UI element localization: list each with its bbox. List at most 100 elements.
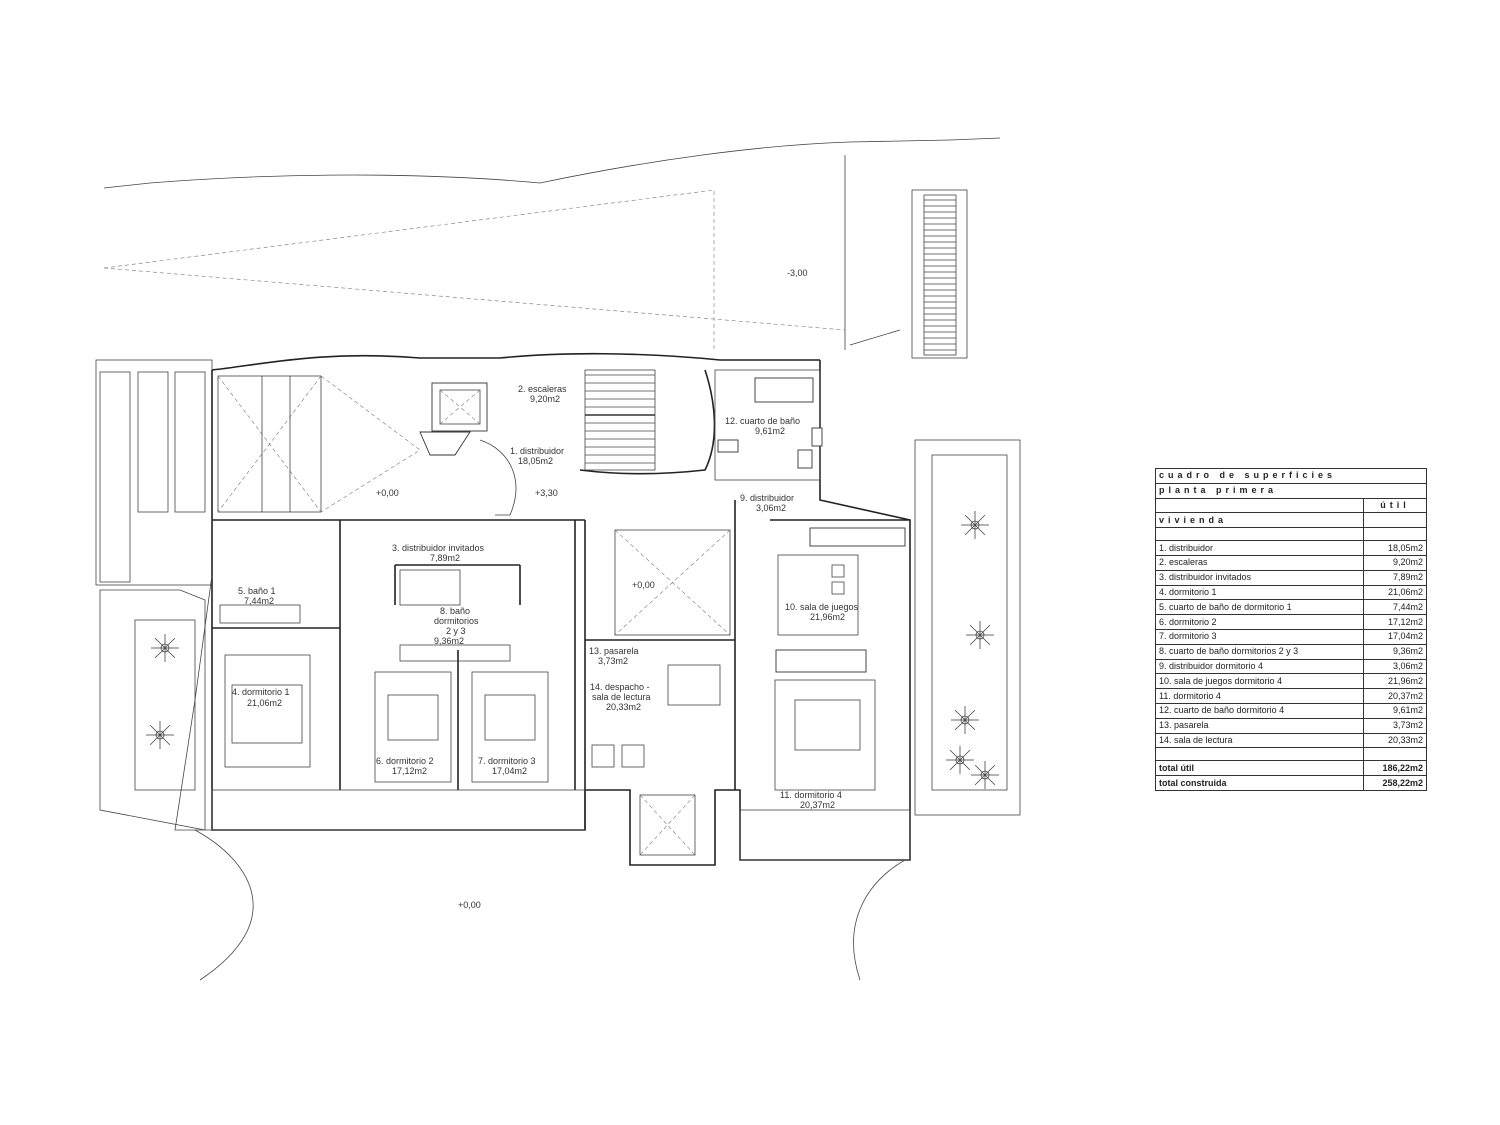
svg-text:9,20m2: 9,20m2	[530, 394, 560, 404]
table-row-label: 13. pasarela	[1155, 717, 1364, 734]
room-label-3: 3. distribuidor invitados 7,89m2	[392, 543, 485, 563]
table-row-value: 9,20m2	[1363, 554, 1427, 571]
north-facade	[211, 352, 820, 371]
svg-text:4. dormitorio 1: 4. dormitorio 1	[232, 687, 290, 697]
svg-text:11. dormitorio 4: 11. dormitorio 4	[780, 790, 842, 800]
svg-text:8. baño: 8. baño	[440, 606, 470, 616]
svg-text:1. distribuidor: 1. distribuidor	[510, 446, 564, 456]
svg-text:14. despacho -: 14. despacho -	[590, 682, 650, 692]
table-row-label: 5. cuarto de baño de dormitorio 1	[1155, 599, 1364, 616]
tree-icon	[966, 621, 994, 649]
table-section-label: vivienda	[1155, 512, 1364, 529]
room-label-8: 8. baño dormitorios 2 y 3 9,36m2	[434, 606, 479, 646]
svg-text:3,06m2: 3,06m2	[756, 503, 786, 513]
svg-text:21,06m2: 21,06m2	[247, 698, 282, 708]
table-row-value: 21,96m2	[1363, 673, 1427, 690]
table-row-label: 4. dormitorio 1	[1155, 584, 1364, 601]
terrain-outline	[103, 137, 1001, 189]
total-construida-value: 258,22m2	[1363, 775, 1427, 791]
svg-text:10. sala de juegos: 10. sala de juegos	[785, 602, 859, 612]
table-title-2: planta primera	[1155, 482, 1427, 499]
table-row-value: 7,89m2	[1363, 569, 1427, 586]
courtyard-left	[217, 375, 322, 513]
svg-text:2 y 3: 2 y 3	[446, 626, 466, 636]
svg-text:7,44m2: 7,44m2	[244, 596, 274, 606]
room-label-4: 4. dormitorio 1 21,06m2	[232, 687, 290, 708]
terrain-slope-line-2	[103, 267, 846, 331]
table-row-value: 9,36m2	[1363, 643, 1427, 660]
table-col-header: útil	[1363, 497, 1427, 514]
table-row-label: 9. distribuidor dormitorio 4	[1155, 658, 1364, 675]
garden-right	[914, 439, 1021, 816]
svg-text:dormitorios: dormitorios	[434, 616, 479, 626]
table-row-label: 14. sala de lectura	[1155, 732, 1364, 749]
table-row-label: 6. dormitorio 2	[1155, 614, 1364, 630]
room-label-5: 5. baño 1 7,44m2	[238, 586, 276, 606]
svg-text:21,96m2: 21,96m2	[810, 612, 845, 622]
table-title-1: cuadro de superficies	[1155, 468, 1427, 484]
room-label-1: 1. distribuidor 18,05m2	[510, 446, 564, 466]
total-util-value: 186,22m2	[1363, 760, 1427, 777]
tree-icons	[146, 511, 999, 789]
total-construida-label: total construida	[1155, 775, 1364, 791]
svg-text:3. distribuidor invitados: 3. distribuidor invitados	[392, 543, 485, 553]
table-row-label: 12. cuarto de baño dormitorio 4	[1155, 702, 1364, 719]
terrain-curve-right	[853, 859, 906, 981]
svg-text:7. dormitorio 3: 7. dormitorio 3	[478, 756, 536, 766]
tree-icon	[951, 706, 979, 734]
terrain-curve-left	[194, 829, 254, 981]
svg-text:13. pasarela: 13. pasarela	[589, 646, 639, 656]
svg-text:2. escaleras: 2. escaleras	[518, 384, 567, 394]
bathroom-12	[714, 369, 823, 481]
garden-left	[134, 619, 196, 791]
room-label-7: 7. dormitorio 3 17,04m2	[478, 756, 536, 776]
table-row-value: 17,04m2	[1363, 628, 1427, 645]
tree-icon	[971, 761, 999, 789]
svg-text:17,04m2: 17,04m2	[492, 766, 527, 776]
tree-icon	[961, 511, 989, 539]
tree-icon	[151, 634, 179, 662]
table-row-label: 10. sala de juegos dormitorio 4	[1155, 673, 1364, 690]
tree-icon	[146, 721, 174, 749]
table-row-label: 11. dormitorio 4	[1155, 688, 1364, 704]
tree-icon	[946, 746, 974, 774]
level-courtyard-center: +0,00	[632, 580, 655, 590]
table-row-label: 2. escaleras	[1155, 554, 1364, 571]
table-row-value: 21,06m2	[1363, 584, 1427, 601]
site-edge-2	[849, 329, 901, 346]
table-row-label: 7. dormitorio 3	[1155, 628, 1364, 645]
table-row-value: 9,61m2	[1363, 702, 1427, 719]
svg-text:3,73m2: 3,73m2	[598, 656, 628, 666]
table-row-label: 8. cuarto de baño dormitorios 2 y 3	[1155, 643, 1364, 660]
svg-text:12. cuarto de baño: 12. cuarto de baño	[725, 416, 800, 426]
room-label-6: 6. dormitorio 2 17,12m2	[376, 756, 434, 776]
svg-text:7,89m2: 7,89m2	[430, 553, 460, 563]
level-courtyard-left: +0,00	[376, 488, 399, 498]
balcony-center	[639, 794, 696, 856]
table-row-value: 7,44m2	[1363, 599, 1427, 616]
table-header-blank	[1155, 497, 1364, 514]
furniture	[219, 527, 906, 791]
courtyard-center	[614, 529, 731, 636]
level-ground: +0,00	[458, 900, 481, 910]
terrain-slope-line	[103, 189, 715, 350]
area-table: cuadro de superficies planta primera úti…	[1155, 468, 1427, 791]
svg-text:20,33m2: 20,33m2	[606, 702, 641, 712]
level-top: -3,00	[787, 268, 808, 278]
svg-text:sala de lectura: sala de lectura	[592, 692, 651, 702]
svg-text:18,05m2: 18,05m2	[518, 456, 553, 466]
svg-text:9,36m2: 9,36m2	[434, 636, 464, 646]
exterior-stair	[911, 189, 968, 359]
table-row-value: 17,12m2	[1363, 614, 1427, 630]
svg-text:6. dormitorio 2: 6. dormitorio 2	[376, 756, 434, 766]
